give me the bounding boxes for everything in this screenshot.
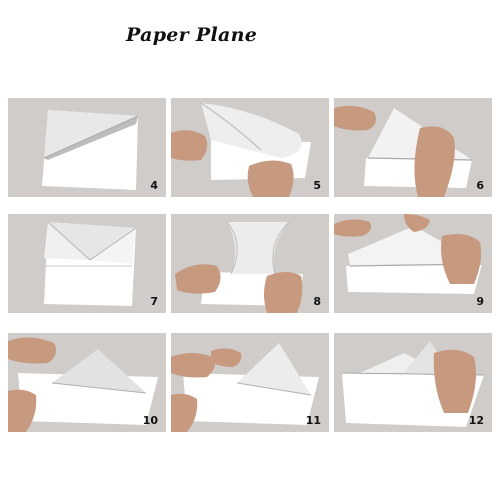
step-8-panel: 8: [171, 214, 329, 313]
step-8-illustration: [171, 214, 329, 313]
step-7-panel: 7: [8, 214, 166, 313]
step-11-panel: 11: [171, 333, 329, 432]
page-title: Paper Plane: [126, 24, 258, 46]
step-number: 9: [476, 295, 484, 308]
step-number: 5: [313, 179, 321, 192]
step-9-illustration: [334, 214, 492, 313]
step-9-panel: 9: [334, 214, 492, 313]
step-12-illustration: [334, 333, 492, 432]
step-number: 8: [313, 295, 321, 308]
step-4-panel: 4: [8, 98, 166, 197]
step-number: 11: [305, 414, 321, 427]
step-5-panel: 5: [171, 98, 329, 197]
step-10-panel: 10: [8, 333, 166, 432]
step-11-illustration: [171, 333, 329, 432]
step-12-panel: 12: [334, 333, 492, 432]
step-10-illustration: [8, 333, 166, 432]
step-6-illustration: [334, 98, 492, 197]
step-number: 4: [150, 179, 158, 192]
step-4-illustration: [8, 98, 166, 197]
step-5-illustration: [171, 98, 329, 197]
step-number: 6: [476, 179, 484, 192]
step-7-illustration: [8, 214, 166, 313]
step-6-panel: 6: [334, 98, 492, 197]
step-number: 12: [468, 414, 484, 427]
step-number: 7: [150, 295, 158, 308]
step-number: 10: [142, 414, 158, 427]
